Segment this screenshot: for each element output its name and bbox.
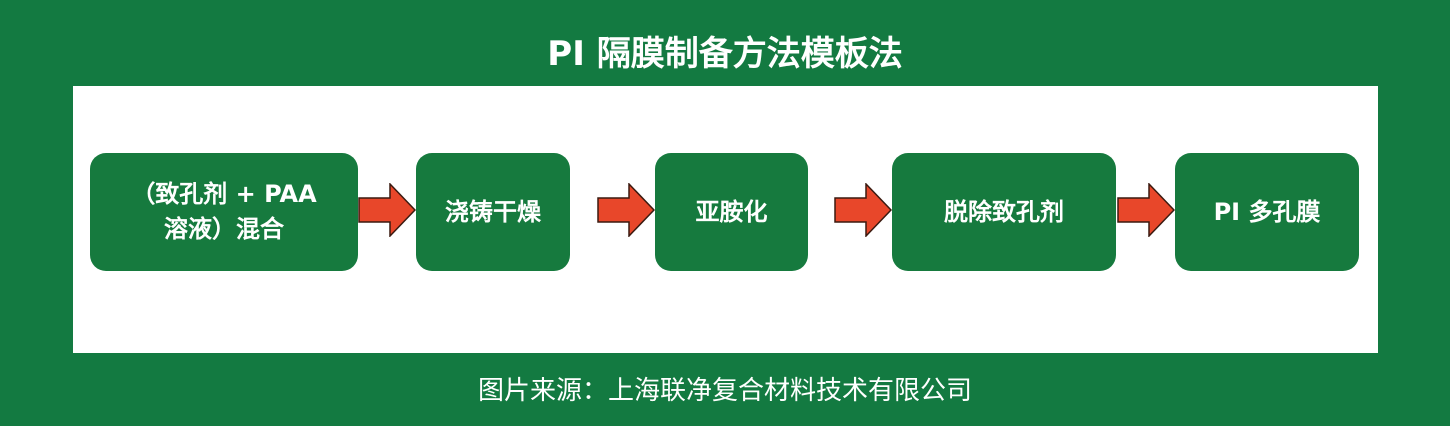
step-porous-film: PI 多孔膜 <box>1175 153 1359 271</box>
diagram-title: PI 隔膜制备方法模板法 <box>547 34 903 74</box>
step-mixing: （致孔剂 + PAA 溶液）混合 <box>90 153 358 271</box>
step-remove-porogen: 脱除致孔剂 <box>892 153 1116 271</box>
arrow-right-icon <box>597 183 655 237</box>
image-source: 图片来源：上海联净复合材料技术有限公司 <box>477 376 972 406</box>
step-label-line1: （致孔剂 + PAA <box>131 180 317 209</box>
step-casting: 浇铸干燥 <box>416 153 570 271</box>
arrow-right-icon <box>358 183 416 237</box>
step-label-line2: 溶液）混合 <box>163 215 284 243</box>
step-imidization: 亚胺化 <box>655 153 808 271</box>
arrow-right-icon <box>1117 183 1175 237</box>
arrow-right-icon <box>834 183 892 237</box>
